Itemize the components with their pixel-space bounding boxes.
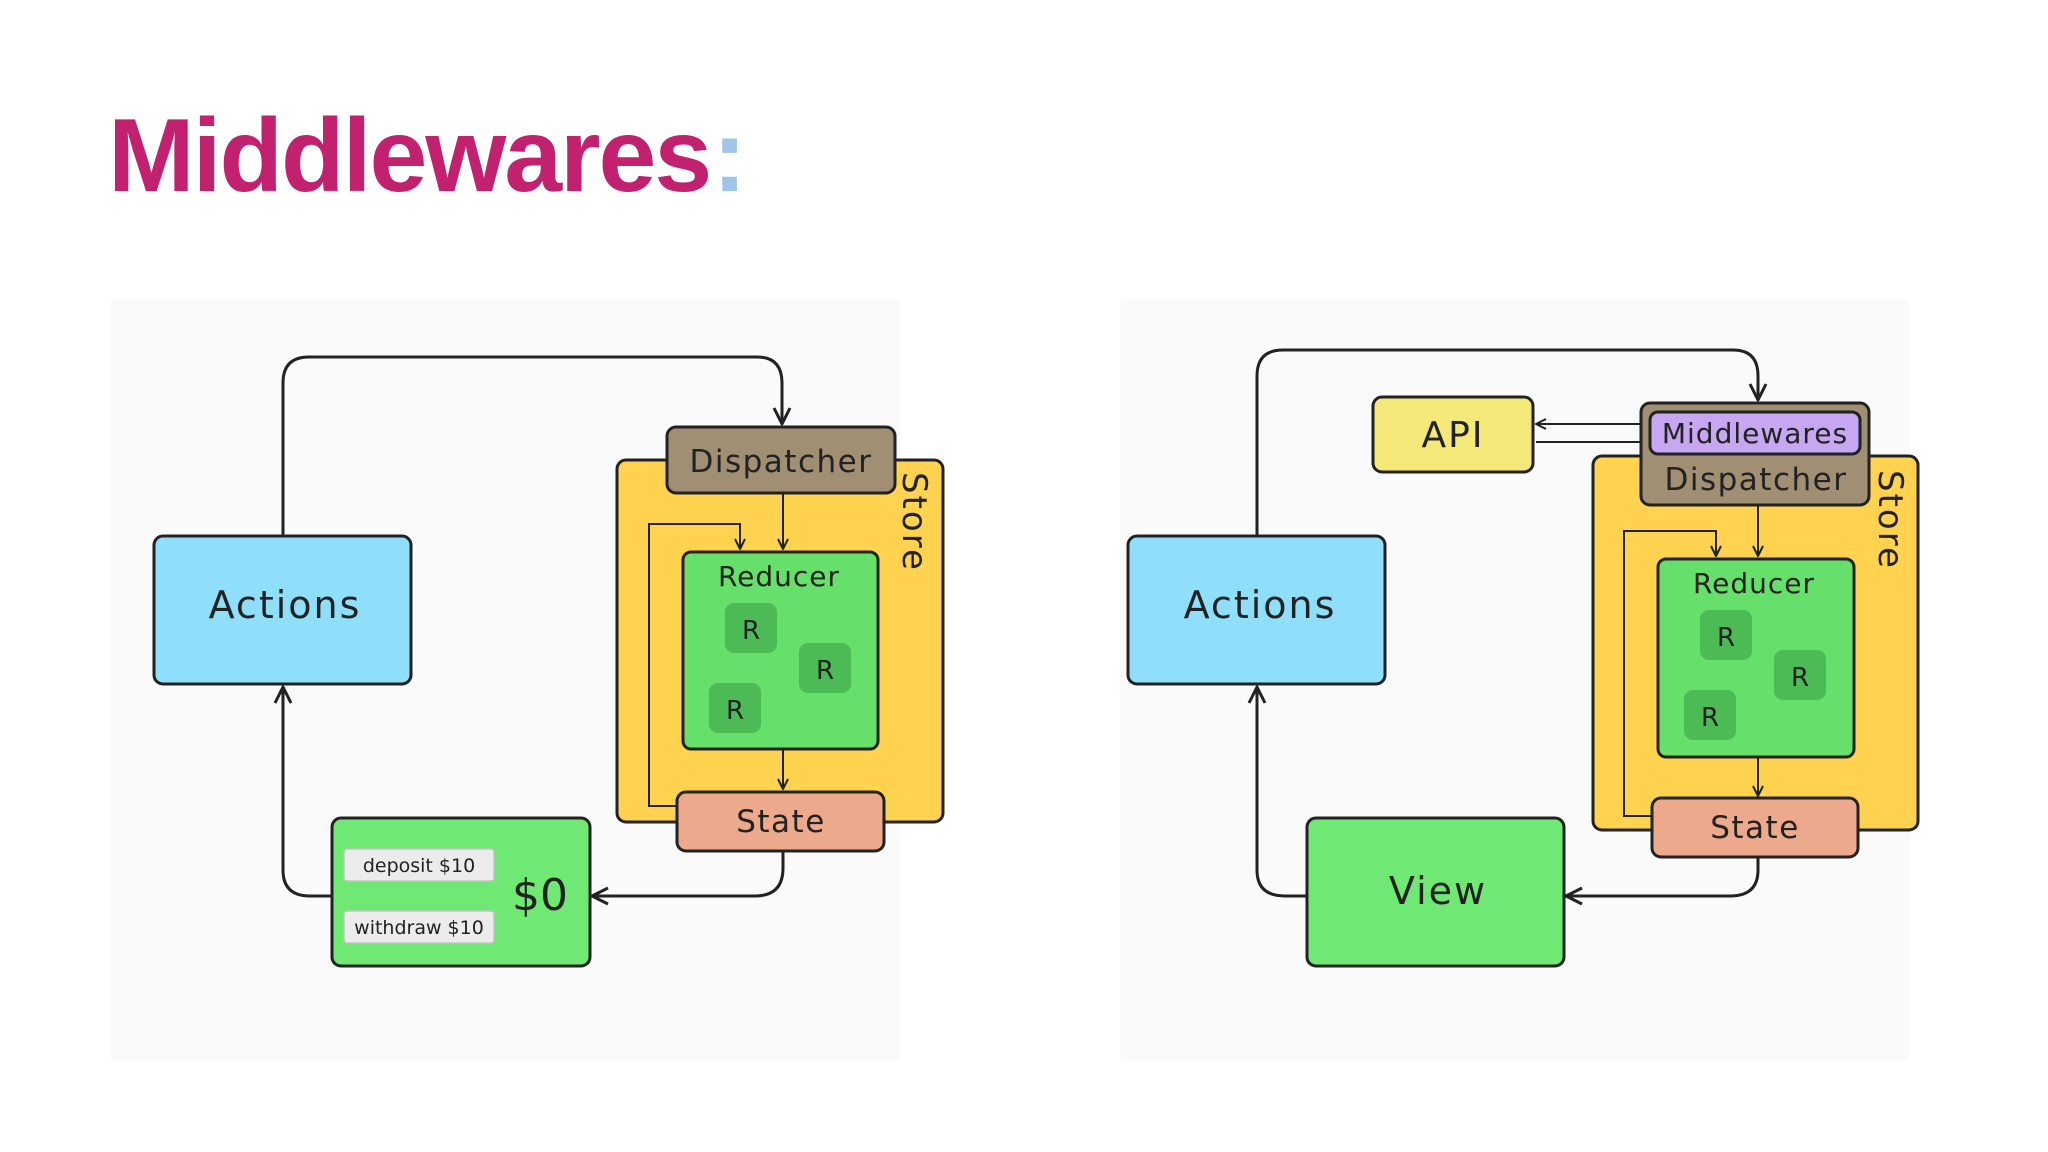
deposit-button[interactable]: deposit $10: [343, 848, 495, 882]
api-label: API: [1422, 415, 1485, 456]
left-view-to-actions-arrow: [273, 685, 332, 898]
right-reducer-item-label: R: [1791, 663, 1809, 693]
balance-value: $0: [512, 870, 568, 921]
right-store-label: Store: [1870, 470, 1910, 570]
title-text: Middlewares: [108, 98, 712, 214]
middlewares-box: [1648, 410, 1862, 456]
right-state-to-reducer-loop-arrow: [1623, 530, 1722, 817]
right-state-box: [1650, 796, 1860, 859]
left-actions-label: Actions: [209, 583, 362, 627]
left-store-label: Store: [894, 472, 934, 572]
left-state-label: State: [736, 804, 826, 840]
right-reducer-item: [1700, 610, 1752, 660]
slide-title: Middlewares:: [108, 104, 747, 208]
left-reducer-item-label: R: [816, 656, 834, 686]
left-reducer-item-label: R: [726, 696, 744, 726]
left-diagram: Store Reducer R R R Dispatcher State: [152, 355, 945, 968]
left-dispatcher-label: Dispatcher: [690, 444, 873, 480]
right-diagram: Store Reducer R R R Middlewares Dispatch…: [1126, 348, 1920, 968]
left-state-to-view-arrow: [590, 851, 785, 906]
withdraw-button-label: withdraw $10: [354, 917, 484, 939]
left-state-box: [675, 790, 886, 853]
left-actions-box: [152, 534, 413, 686]
right-reducer-item: [1684, 690, 1736, 740]
left-reducer-item: [799, 643, 851, 693]
right-reducer-item: [1774, 650, 1826, 700]
left-reducer-item-label: R: [742, 616, 760, 646]
deposit-button-label: deposit $10: [363, 855, 475, 877]
right-view-box: [1305, 816, 1566, 968]
left-reducer-label: Reducer: [718, 560, 840, 593]
left-actions-to-dispatcher-arrow: [281, 355, 792, 535]
api-box: [1371, 395, 1535, 474]
title-colon: :: [712, 98, 747, 214]
right-state-to-view-arrow: [1564, 857, 1760, 906]
right-dispatcher-label: Dispatcher: [1665, 462, 1848, 498]
right-state-label: State: [1710, 810, 1800, 846]
right-actions-box: [1126, 534, 1387, 686]
withdraw-button[interactable]: withdraw $10: [343, 910, 495, 944]
left-reducer-item: [725, 603, 777, 653]
left-reducer-item: [709, 683, 761, 733]
right-reducer-item-label: R: [1701, 703, 1719, 733]
right-reducer-label: Reducer: [1693, 567, 1815, 600]
right-view-to-actions-arrow: [1247, 685, 1307, 898]
middlewares-label: Middlewares: [1662, 417, 1848, 450]
right-actions-label: Actions: [1184, 583, 1337, 627]
right-actions-to-middlewares-arrow: [1255, 348, 1768, 535]
left-state-to-reducer-loop-arrow: [648, 523, 746, 807]
right-view-label: View: [1389, 869, 1487, 913]
right-reducer-item-label: R: [1717, 623, 1735, 653]
left-dispatcher-box: [665, 425, 897, 495]
